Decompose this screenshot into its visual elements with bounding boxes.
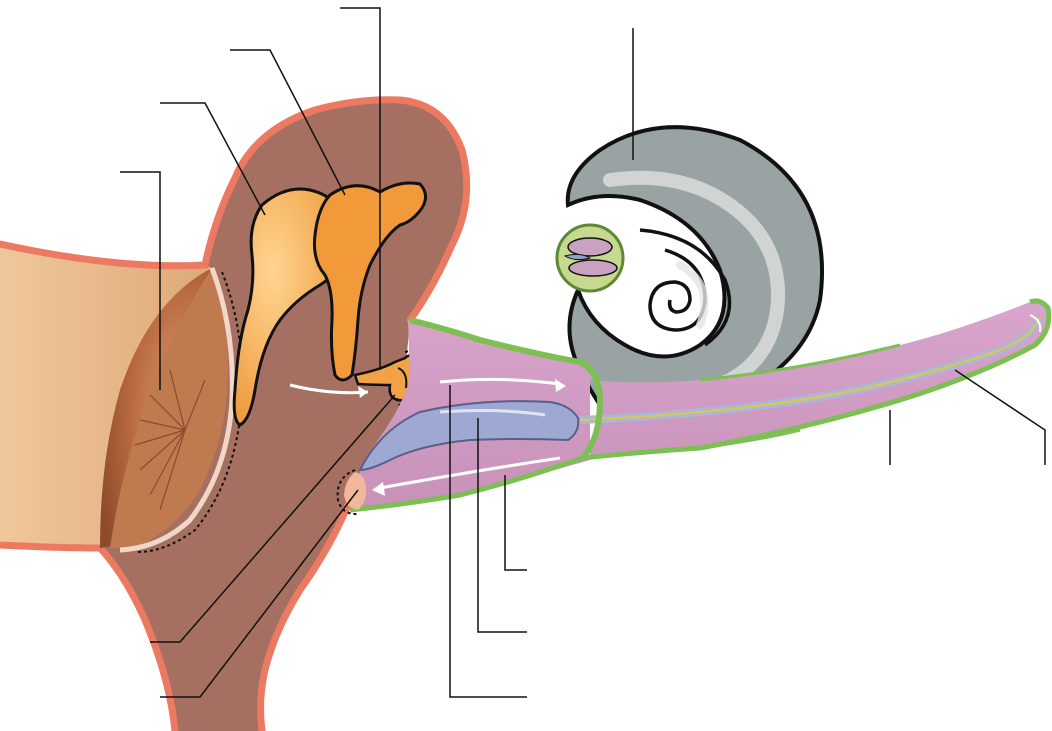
leader-scala-tympani	[505, 475, 527, 570]
leader-helicotrema	[955, 370, 1045, 465]
cochlea-cross-section	[557, 225, 623, 291]
